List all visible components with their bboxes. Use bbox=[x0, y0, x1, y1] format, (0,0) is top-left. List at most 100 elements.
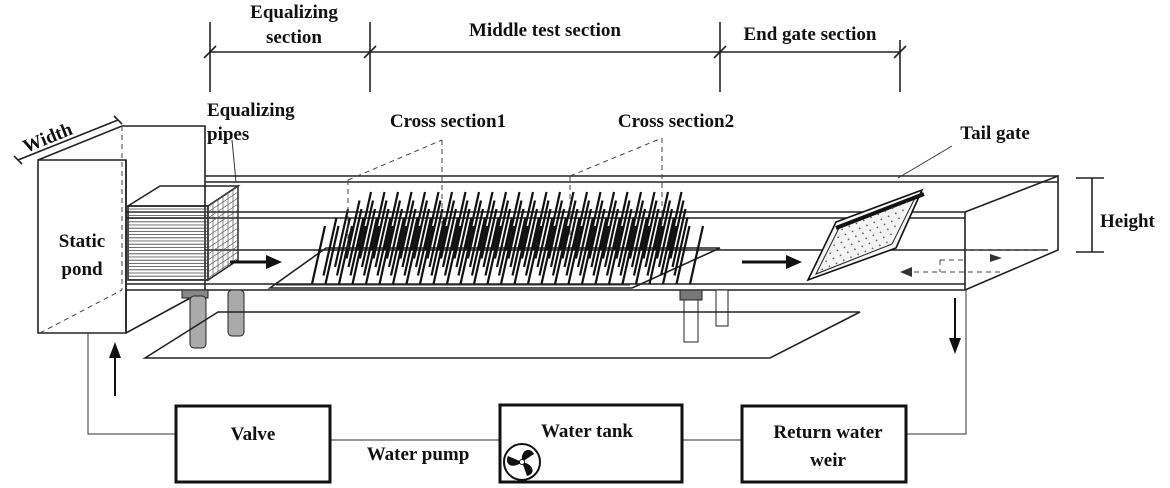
vegetation-stem bbox=[559, 191, 575, 251]
vegetation-stem bbox=[648, 225, 664, 285]
gate-mesh-dot bbox=[862, 232, 864, 235]
vegetation-stem bbox=[667, 191, 683, 251]
height-dimension bbox=[1076, 177, 1104, 253]
gate-mesh-dot bbox=[891, 207, 894, 210]
static-pond-label-1: Static bbox=[59, 231, 105, 252]
gate-mesh-dot bbox=[872, 234, 875, 237]
vegetation-stem bbox=[399, 200, 415, 259]
vegetation-stem bbox=[520, 200, 537, 259]
vegetation-stem bbox=[634, 225, 651, 285]
pipe-grid-line bbox=[207, 185, 239, 207]
return-water-weir-box bbox=[740, 404, 908, 484]
vegetation-stem bbox=[362, 217, 379, 276]
gate-mesh-dot bbox=[829, 252, 832, 255]
gate-mesh-dot bbox=[821, 268, 824, 271]
gate-mesh-dot bbox=[878, 244, 881, 247]
gate-mesh-dot bbox=[848, 225, 851, 228]
gate-mesh-dot bbox=[825, 260, 828, 263]
vegetation-stem bbox=[586, 191, 602, 251]
equalizing-pipes-stripes bbox=[129, 208, 207, 280]
pipe-grid-line bbox=[207, 221, 239, 243]
vegetation-stem bbox=[497, 217, 514, 276]
vegetation-stem bbox=[351, 225, 367, 285]
vegetation-stem bbox=[563, 208, 579, 268]
pipe-grid-line bbox=[207, 239, 239, 261]
vegetation-stem bbox=[337, 225, 354, 285]
vegetation-stem bbox=[403, 217, 419, 276]
vegetation-stem bbox=[626, 191, 643, 251]
vegetation-stem bbox=[428, 208, 444, 268]
vegetation-stem bbox=[364, 225, 381, 285]
vegetation-stem bbox=[486, 225, 502, 285]
gate-mesh-dot bbox=[854, 248, 856, 251]
tail-gate bbox=[806, 145, 953, 282]
gate-mesh-dot bbox=[842, 259, 845, 262]
vegetation-stem bbox=[389, 217, 406, 276]
vegetation-stem bbox=[347, 208, 363, 268]
gate-mesh-dot bbox=[866, 224, 868, 227]
equalizing-pipes-label-2: pipes bbox=[207, 124, 249, 145]
gate-mesh-dot bbox=[894, 225, 896, 228]
vegetation-stem bbox=[405, 225, 421, 285]
pipe-grid-line bbox=[207, 203, 239, 225]
gate-mesh-dot bbox=[862, 219, 865, 222]
vegetation-stem bbox=[549, 208, 566, 268]
gate-mesh-dot bbox=[861, 245, 864, 248]
supports bbox=[181, 289, 729, 349]
vegetation-stem bbox=[594, 225, 610, 285]
vegetation-stem bbox=[322, 217, 338, 276]
vegetation-stem bbox=[410, 191, 427, 251]
gate-mesh-dot bbox=[858, 240, 860, 243]
vegetation-stem bbox=[387, 208, 404, 268]
gate-mesh-dot bbox=[833, 244, 836, 247]
middle-test-section-label: Middle test section bbox=[469, 20, 621, 41]
vegetation-stem bbox=[621, 225, 637, 285]
gate-mesh-dot bbox=[898, 204, 901, 207]
vegetation-stem bbox=[630, 208, 647, 268]
vegetation-stem bbox=[688, 225, 705, 285]
vegetation-stem bbox=[484, 217, 500, 276]
tail-gate-label: Tail gate bbox=[960, 123, 1030, 144]
vegetation-stem bbox=[522, 208, 539, 268]
equalizing-section-label-1: Equalizing bbox=[250, 2, 338, 23]
vegetation-stem bbox=[464, 191, 481, 251]
vegetation-stem bbox=[673, 217, 689, 276]
vegetation-stem bbox=[574, 200, 591, 259]
gate-mesh-dot bbox=[844, 233, 847, 236]
pipe-grid-line bbox=[207, 191, 239, 213]
vegetation-stem bbox=[453, 200, 469, 259]
return-water-weir-label-2: weir bbox=[810, 450, 846, 471]
vegetation-stem bbox=[580, 225, 597, 285]
gate-mesh-dot bbox=[868, 242, 871, 245]
static-pond-tank bbox=[37, 125, 206, 334]
gate-mesh-dot bbox=[843, 246, 846, 249]
vegetation-stem bbox=[385, 200, 402, 259]
vegetation-stem bbox=[391, 225, 408, 285]
vegetation-stem bbox=[553, 225, 570, 285]
vegetation-stem bbox=[540, 225, 556, 285]
vegetation-stem bbox=[551, 217, 568, 276]
pipe-grid-line bbox=[207, 215, 239, 237]
gate-mesh-dot bbox=[858, 227, 861, 230]
gate-mesh-dot bbox=[854, 235, 857, 238]
gate-mesh-dot bbox=[864, 250, 867, 253]
vegetation-stem bbox=[360, 208, 377, 268]
gate-mesh-dot bbox=[906, 201, 908, 204]
vegetation-stem bbox=[414, 208, 431, 268]
vegetation-stem bbox=[472, 225, 489, 285]
vegetation-stem bbox=[505, 191, 521, 251]
vegetation-stem bbox=[599, 191, 616, 251]
vegetation-stem bbox=[412, 200, 429, 259]
vegetation-stem bbox=[655, 200, 672, 259]
vegetation-stem bbox=[493, 200, 510, 259]
vegetation-stem bbox=[499, 225, 516, 285]
vegetation-stem bbox=[532, 191, 548, 251]
gate-mesh-dot bbox=[883, 223, 886, 226]
gate-mesh-dot bbox=[890, 220, 893, 223]
vegetation-stem bbox=[675, 225, 691, 285]
vegetation-stem bbox=[451, 191, 467, 251]
vegetation-stem bbox=[358, 200, 375, 259]
vegetation-stem bbox=[401, 208, 417, 268]
vegetation-stem bbox=[455, 208, 471, 268]
circulation-pipe bbox=[87, 290, 967, 441]
